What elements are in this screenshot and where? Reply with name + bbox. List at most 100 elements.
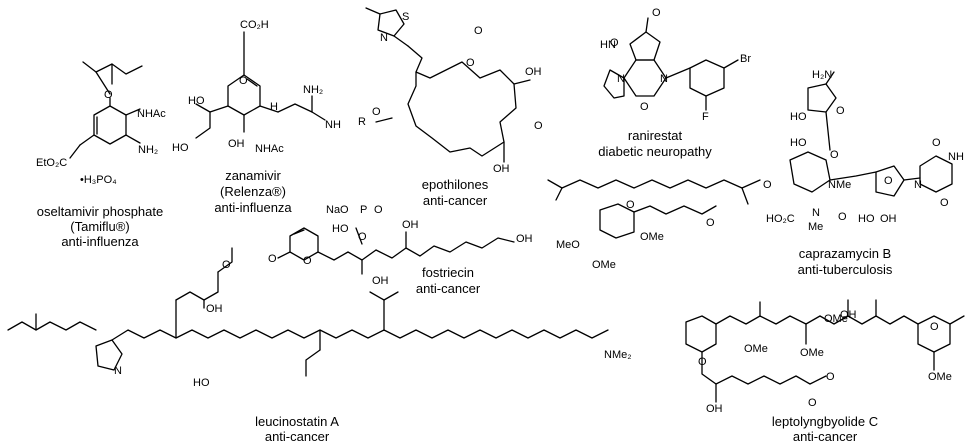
zanamivir-nhac: NHAc xyxy=(255,143,284,155)
epothilones-o2: O xyxy=(474,25,483,37)
leucinostatin-nme2: NMe₂ xyxy=(604,349,632,361)
caprazamycin-o5: O xyxy=(884,175,893,187)
ranirestat-activity: diabetic neuropathy xyxy=(598,144,712,159)
epothilones-s: S xyxy=(402,11,409,23)
oseltamivir-name: oseltamivir phosphate xyxy=(37,204,163,219)
ranirestat-n1: N xyxy=(617,73,625,85)
epothilones-r: R xyxy=(358,116,366,128)
caprazamycin-ho4: HO xyxy=(858,213,875,225)
oseltamivir-ester: EtO₂C xyxy=(36,157,67,169)
ranirestat-o3: O xyxy=(640,101,649,113)
caprazamycin-o2: O xyxy=(830,149,839,161)
epothilones-structure: S N O O OH O OH O R epothilones anti-can… xyxy=(358,7,543,208)
oseltamivir-structure: O NHAc NH₂ EtO₂C •H₃PO₄ oseltamivir phos… xyxy=(36,61,166,249)
oseltamivir-brand: (Tamiflu®) xyxy=(70,219,129,234)
leptolyngbyolide-ome4: OMe xyxy=(928,371,952,383)
caprazamycin-o1: O xyxy=(836,105,845,117)
fostriecin-oh1: OH xyxy=(402,219,419,231)
caprazamycin-o9: O xyxy=(706,217,715,229)
zanamivir-oh1: HO xyxy=(188,95,205,107)
caprazamycin-structure: H₂N HO O O HO O NMe N Me O HO₂C OH HO O … xyxy=(547,69,964,277)
ranirestat-hn: HN xyxy=(600,39,616,51)
epothilones-o3: O xyxy=(534,120,543,132)
epothilones-activity: anti-cancer xyxy=(423,193,488,208)
caprazamycin-o3: O xyxy=(763,179,772,191)
leucinostatin-oh: OH xyxy=(206,303,223,315)
fostriecin-name: fostriecin xyxy=(422,265,474,280)
leucinostatin-o: O xyxy=(222,259,231,271)
caprazamycin-o4: O xyxy=(838,211,847,223)
leucinostatin-activity: anti-cancer xyxy=(265,429,330,444)
fostriecin-oh2: OH xyxy=(372,275,389,287)
leptolyngbyolide-ome1: OMe xyxy=(744,343,768,355)
leucinostatin-ho: HO xyxy=(193,377,210,389)
caprazamycin-n: N xyxy=(812,207,820,219)
zanamivir-co2h: CO₂H xyxy=(240,19,269,31)
ranirestat-structure: O HN O N N O Br F ranirestat diabetic ne… xyxy=(598,7,751,159)
epothilones-o4: O xyxy=(372,106,381,118)
leptolyngbyolide-ome3: OMe xyxy=(824,313,848,325)
leptolyngbyolide-oh: OH xyxy=(706,403,723,415)
caprazamycin-oh3: OH xyxy=(880,213,897,225)
caprazamycin-ho2: HO xyxy=(790,137,807,149)
fostriecin-na: NaO xyxy=(326,204,349,216)
fostriecin-o4: O xyxy=(358,231,367,243)
leptolyngbyolide-o2: O xyxy=(808,397,817,409)
epothilones-oh1: OH xyxy=(525,66,542,78)
leptolyngbyolide-structure: O OMe OMe OMe OH O O O OMe OH leptolyngb… xyxy=(685,299,965,444)
zanamivir-name: zanamivir xyxy=(225,168,281,183)
zanamivir-ho3: HO xyxy=(172,142,189,154)
leptolyngbyolide-oh2: OH xyxy=(840,309,857,321)
fostriecin-po: O xyxy=(374,204,383,216)
leptolyngbyolide-o1: O xyxy=(698,356,707,368)
fostriecin-o2: O xyxy=(303,255,312,267)
epothilones-oh2: OH xyxy=(493,163,510,175)
leptolyngbyolide-ome2: OMe xyxy=(800,347,824,359)
caprazamycin-ome: OMe xyxy=(640,231,664,243)
ranirestat-n2: N xyxy=(660,73,668,85)
zanamivir-brand: (Relenza®) xyxy=(220,184,286,199)
caprazamycin-ome2: OMe xyxy=(592,259,616,271)
caprazamycin-n2: N xyxy=(914,179,922,191)
leptolyngbyolide-o4: O xyxy=(930,321,939,333)
ranirestat-o2: O xyxy=(610,37,619,49)
caprazamycin-o7: O xyxy=(940,197,949,209)
leucinostatin-structure: N O OH HO NMe₂ leucinostatin A anti-canc… xyxy=(7,247,632,444)
caprazamycin-o8: O xyxy=(626,199,635,211)
epothilones-o1: O xyxy=(466,57,475,69)
caprazamycin-h2n: H₂N xyxy=(812,69,832,81)
ranirestat-br: Br xyxy=(740,53,751,65)
zanamivir-hn: H xyxy=(270,101,278,113)
caprazamycin-activity: anti-tuberculosis xyxy=(798,262,893,277)
zanamivir-ring-o: O xyxy=(239,75,248,87)
fostriecin-p: P xyxy=(360,204,367,216)
zanamivir-structure: CO₂H O HO OH HO NH₂ NH H NHAc zanamivir … xyxy=(172,19,341,215)
leptolyngbyolide-name: leptolyngbyolide C xyxy=(772,414,878,429)
oseltamivir-nh2: NH₂ xyxy=(138,144,158,156)
ranirestat-o1: O xyxy=(652,7,661,19)
oseltamivir-activity: anti-influenza xyxy=(61,234,139,249)
caprazamycin-name: caprazamycin B xyxy=(799,246,891,261)
zanamivir-oh2: OH xyxy=(228,138,245,150)
leucinostatin-n: N xyxy=(114,365,122,377)
zanamivir-nh: NH xyxy=(325,119,341,131)
caprazamycin-meo1: MeO xyxy=(556,239,580,251)
zanamivir-nh2: NH₂ xyxy=(303,84,323,96)
fostriecin-ho: HO xyxy=(332,223,349,235)
fostriecin-oh3: OH xyxy=(516,233,533,245)
fostriecin-activity: anti-cancer xyxy=(416,281,481,296)
oseltamivir-salt: •H₃PO₄ xyxy=(80,174,117,186)
oseltamivir-o: O xyxy=(104,89,113,101)
caprazamycin-nh: NH xyxy=(948,151,964,163)
caprazamycin-nme1: NMe xyxy=(828,179,851,191)
caprazamycin-o6: O xyxy=(932,137,941,149)
caprazamycin-me: Me xyxy=(808,221,823,233)
caprazamycin-co2h: HO₂C xyxy=(766,213,795,225)
ranirestat-f: F xyxy=(702,111,709,123)
ranirestat-name: ranirestat xyxy=(628,128,683,143)
epothilones-name: epothilones xyxy=(422,177,489,192)
leptolyngbyolide-o3: O xyxy=(826,371,835,383)
leptolyngbyolide-activity: anti-cancer xyxy=(793,429,858,444)
